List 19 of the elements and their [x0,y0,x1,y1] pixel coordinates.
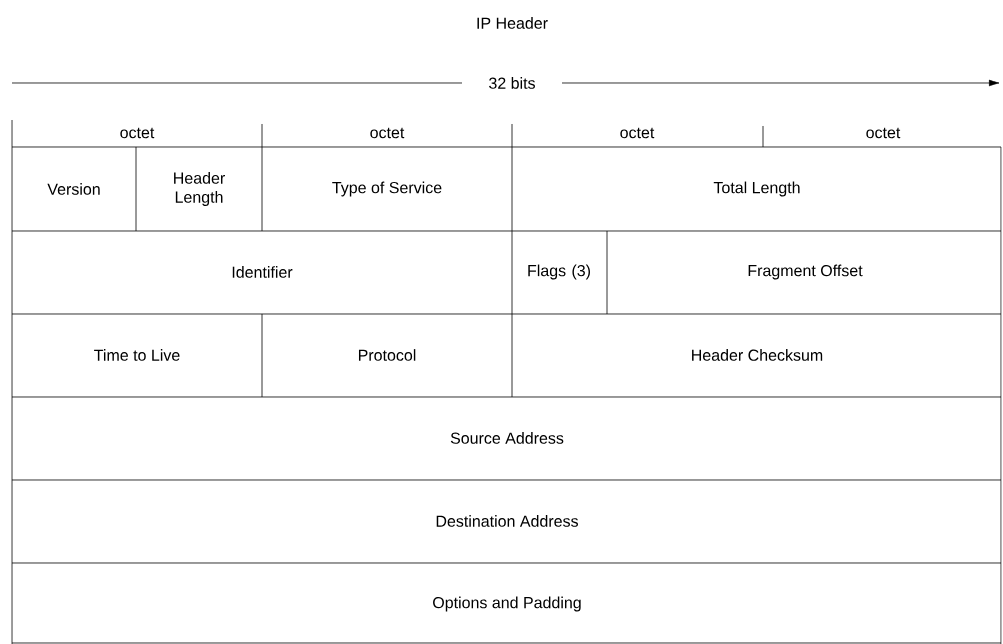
column-label: octet [866,127,901,139]
column-label: octet [620,127,655,139]
field-label: Type of Service [332,181,442,197]
field-label: Protocol [359,349,416,361]
field-label: Fragment Offset [748,264,863,280]
field-label: Destination Address [436,515,578,527]
field-label: Time to Live [94,349,180,361]
column-label: octet [370,127,405,139]
column-label: octet [120,127,155,139]
field-label: Identifier [232,266,293,278]
title: IP Header [477,17,548,29]
field-label: Source Address [450,432,564,444]
field-label: Total Length [713,181,800,197]
field-label: Flags (3) [528,264,590,280]
field-label: Version [47,183,100,195]
dimension-label: 32 bits [489,77,535,89]
field-label: Header Length [174,172,225,206]
field-label: Options and Padding [433,596,581,612]
field-label: Header Checksum [692,349,823,361]
